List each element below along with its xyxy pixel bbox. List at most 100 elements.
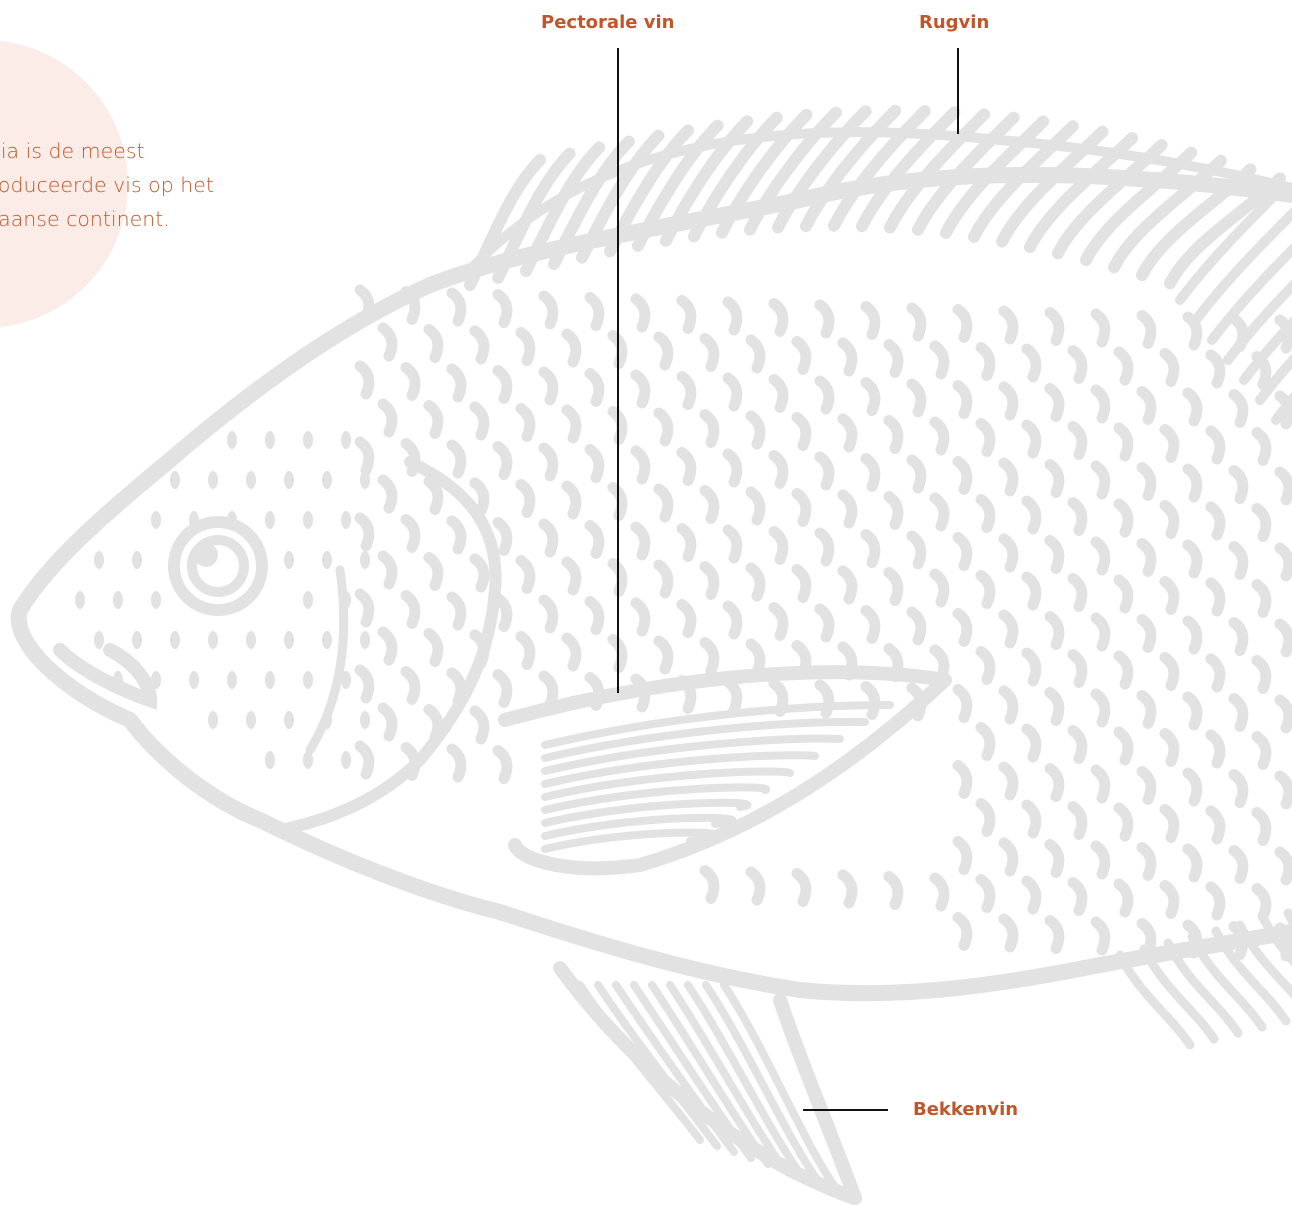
- scale-mark: [1073, 807, 1082, 835]
- scale-mark: [935, 574, 944, 602]
- scale-mark: [981, 880, 990, 908]
- scale-mark: [590, 526, 599, 554]
- scale-mark: [659, 641, 668, 669]
- scale-mark: [590, 602, 599, 630]
- scale-mark: [935, 498, 944, 526]
- scale-mark: [567, 334, 576, 362]
- scale-mark: [728, 378, 737, 406]
- scale-mark: [958, 462, 967, 490]
- scale-mark: [1257, 813, 1266, 841]
- scale-mark: [751, 644, 760, 672]
- scale-mark: [636, 603, 645, 631]
- scale-mark: [498, 599, 507, 627]
- scale-mark: [705, 491, 714, 519]
- scale-mark: [682, 605, 691, 633]
- scale-mark: [406, 596, 415, 624]
- scale-mark: [521, 333, 530, 361]
- scale-mark: [452, 673, 461, 701]
- scale-mark: [1257, 509, 1266, 537]
- scale-mark: [406, 672, 415, 700]
- scale-mark: [659, 489, 668, 517]
- pelvic-fin-shape: [560, 968, 855, 1198]
- scale-mark: [1211, 811, 1220, 839]
- head-dot: [265, 671, 275, 689]
- scale-mark: [1142, 772, 1151, 800]
- scale-mark: [452, 369, 461, 397]
- scale-mark: [1165, 734, 1174, 762]
- scale-mark: [1165, 886, 1174, 914]
- scale-mark: [1142, 316, 1151, 344]
- scale-mark: [360, 594, 369, 622]
- scale-mark: [360, 366, 369, 394]
- head-dot: [360, 471, 370, 489]
- scale-mark: [475, 559, 484, 587]
- scale-mark: [429, 558, 438, 586]
- scale-mark: [751, 416, 760, 444]
- scale-mark: [383, 556, 392, 584]
- scale-mark: [360, 442, 369, 470]
- scale-mark: [1211, 659, 1220, 687]
- scale-mark: [820, 533, 829, 561]
- scale-mark: [452, 293, 461, 321]
- scale-mark: [590, 450, 599, 478]
- head-dot: [322, 471, 332, 489]
- head-dot: [284, 711, 294, 729]
- scale-mark: [728, 606, 737, 634]
- scale-mark: [797, 874, 806, 902]
- scale-mark: [1280, 776, 1289, 804]
- scale-mark: [544, 448, 553, 476]
- scale-mark: [429, 482, 438, 510]
- head-dot: [360, 551, 370, 569]
- scale-mark: [981, 424, 990, 452]
- scale-mark: [1004, 311, 1013, 339]
- scale-mark: [866, 307, 875, 335]
- scale-mark: [1188, 849, 1197, 877]
- head-dot: [284, 551, 294, 569]
- scale-mark: [567, 638, 576, 666]
- scale-mark: [544, 676, 553, 704]
- scale-mark: [1119, 656, 1128, 684]
- scale-mark: [797, 570, 806, 598]
- scale-mark: [935, 878, 944, 906]
- scale-mark: [889, 877, 898, 905]
- scale-mark: [1050, 617, 1059, 645]
- scale-mark: [1234, 699, 1243, 727]
- scale-mark: [935, 422, 944, 450]
- head-dot: [265, 431, 275, 449]
- scale-mark: [1280, 624, 1289, 652]
- head-dot: [94, 551, 104, 569]
- scale-mark: [866, 611, 875, 639]
- scale-mark: [1073, 655, 1082, 683]
- scale-mark: [774, 532, 783, 560]
- scale-mark: [636, 451, 645, 479]
- scale-mark: [1142, 392, 1151, 420]
- scale-mark: [383, 328, 392, 356]
- scale-mark: [751, 568, 760, 596]
- scale-mark: [958, 766, 967, 794]
- scale-mark: [1119, 352, 1128, 380]
- scale-mark: [1234, 471, 1243, 499]
- scale-mark: [590, 374, 599, 402]
- scale-mark: [429, 634, 438, 662]
- scale-mark: [981, 652, 990, 680]
- dorsal-fin: [470, 111, 1292, 285]
- scale-mark: [1027, 577, 1036, 605]
- head-dot: [322, 711, 332, 729]
- scale-mark: [1027, 349, 1036, 377]
- scale-mark: [1073, 427, 1082, 455]
- scale-mark: [1142, 544, 1151, 572]
- scale-mark: [636, 527, 645, 555]
- scale-mark: [1004, 539, 1013, 567]
- scale-mark: [774, 456, 783, 484]
- scale-mark: [797, 342, 806, 370]
- scale-mark: [843, 419, 852, 447]
- scale-mark: [981, 348, 990, 376]
- head-dot: [189, 511, 199, 529]
- scale-mark: [1027, 729, 1036, 757]
- scale-mark: [820, 305, 829, 333]
- scale-mark: [1004, 615, 1013, 643]
- scale-mark: [1096, 694, 1105, 722]
- scale-mark: [498, 675, 507, 703]
- head-dot: [303, 511, 313, 529]
- scale-mark: [1234, 395, 1243, 423]
